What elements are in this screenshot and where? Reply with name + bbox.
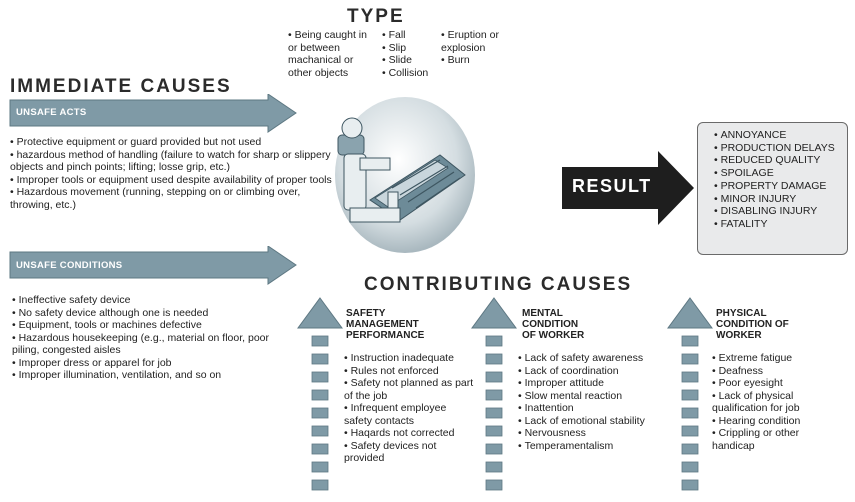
result-item: DISABLING INJURY <box>714 205 847 218</box>
type-list-col1: Being caught in or between machanical or… <box>288 29 378 79</box>
result-item: REDUCED QUALITY <box>714 154 847 167</box>
unsafe-conditions-item: Equipment, tools or machines defective <box>12 319 297 332</box>
contributing-3-item: Deafness <box>712 365 837 378</box>
contributing-2-item: Nervousness <box>518 427 678 440</box>
type-col3-item: Eruption or explosion <box>441 29 521 54</box>
contributing-heading-2: MENTAL CONDITION OF WORKER <box>522 308 585 341</box>
unsafe-conditions-list: Ineffective safety deviceNo safety devic… <box>12 294 297 382</box>
contributing-1-item: Haqards not corrected <box>344 427 474 440</box>
contributing-2-item: Improper attitude <box>518 377 678 390</box>
unsafe-conditions-item: Improper illumination, ventilation, and … <box>12 369 297 382</box>
result-item: SPOILAGE <box>714 167 847 180</box>
type-col2-item: Slide <box>382 54 444 67</box>
contributing-list-2: Lack of safety awarenessLack of coordina… <box>518 352 678 452</box>
unsafe-conditions-item: Hazardous housekeeping (e.g., material o… <box>12 332 297 357</box>
contributing-1-item: Infrequent employee safety contacts <box>344 402 474 427</box>
contributing-list-1: Instruction inadequateRules not enforced… <box>344 352 474 465</box>
contributing-3-item: Lack of physical qualification for job <box>712 390 837 415</box>
result-arrow <box>562 151 694 225</box>
unsafe-conditions-label: UNSAFE CONDITIONS <box>16 260 123 271</box>
contributing-3-item: Extreme fatigue <box>712 352 837 365</box>
type-list-col2: FallSlipSlideCollision <box>382 29 444 79</box>
contributing-2-item: Lack of emotional stability <box>518 415 678 428</box>
contributing-arrow-3 <box>667 297 713 491</box>
result-item: ANNOYANCE <box>714 129 847 142</box>
contributing-1-item: Instruction inadequate <box>344 352 474 365</box>
unsafe-acts-item: Protective equipment or guard provided b… <box>10 136 345 149</box>
contributing-3-item: Poor eyesight <box>712 377 837 390</box>
unsafe-acts-arrow <box>9 94 297 133</box>
contributing-arrow-1 <box>297 297 343 491</box>
contributing-2-item: Lack of coordination <box>518 365 678 378</box>
result-item: PROPERTY DAMAGE <box>714 180 847 193</box>
contributing-2-item: Lack of safety awareness <box>518 352 678 365</box>
contributing-1-item: Safety not planned as part of the job <box>344 377 474 402</box>
type-col2-item: Slip <box>382 42 444 55</box>
type-col3-item: Burn <box>441 54 521 67</box>
unsafe-conditions-arrow <box>9 246 297 285</box>
contributing-heading-1: SAFETY MANAGEMENT PERFORMANCE <box>346 308 425 341</box>
contributing-2-item: Inattention <box>518 402 678 415</box>
contributing-1-item: Rules not enforced <box>344 365 474 378</box>
result-list: ANNOYANCEPRODUCTION DELAYSREDUCED QUALIT… <box>714 129 847 231</box>
contributing-3-item: Hearing condition <box>712 415 837 428</box>
unsafe-conditions-item: No safety device although one is needed <box>12 307 297 320</box>
type-col2-item: Fall <box>382 29 444 42</box>
result-box: ANNOYANCEPRODUCTION DELAYSREDUCED QUALIT… <box>697 122 848 255</box>
result-item: MINOR INJURY <box>714 193 847 206</box>
contributing-2-item: Slow mental reaction <box>518 390 678 403</box>
type-col2-item: Collision <box>382 67 444 80</box>
contributing-arrow-2 <box>471 297 517 491</box>
unsafe-acts-item: Hazardous movement (running, stepping on… <box>10 186 345 211</box>
result-item: FATALITY <box>714 218 847 231</box>
worker-machine-illustration <box>335 97 475 253</box>
unsafe-acts-item: Improper tools or equipment used despite… <box>10 174 345 187</box>
unsafe-conditions-item: Improper dress or apparel for job <box>12 357 297 370</box>
contributing-2-item: Temperamentalism <box>518 440 678 453</box>
type-title: TYPE <box>347 6 405 27</box>
contributing-causes-title: CONTRIBUTING CAUSES <box>364 274 633 295</box>
type-col1-item: Being caught in or between machanical or… <box>288 29 378 79</box>
result-label: RESULT <box>572 176 652 196</box>
contributing-list-3: Extreme fatigueDeafnessPoor eyesightLack… <box>712 352 837 452</box>
result-item: PRODUCTION DELAYS <box>714 142 847 155</box>
contributing-1-item: Safety devices not provided <box>344 440 474 465</box>
unsafe-conditions-item: Ineffective safety device <box>12 294 297 307</box>
immediate-causes-title: IMMEDIATE CAUSES <box>10 76 232 97</box>
type-list-col3: Eruption or explosionBurn <box>441 29 521 67</box>
unsafe-acts-label: UNSAFE ACTS <box>16 107 87 118</box>
contributing-3-item: Crippling or other handicap <box>712 427 837 452</box>
unsafe-acts-list: Protective equipment or guard provided b… <box>10 136 345 211</box>
unsafe-acts-item: hazardous method of handling (failure to… <box>10 149 345 174</box>
contributing-heading-3: PHYSICAL CONDITION OF WORKER <box>716 308 789 341</box>
